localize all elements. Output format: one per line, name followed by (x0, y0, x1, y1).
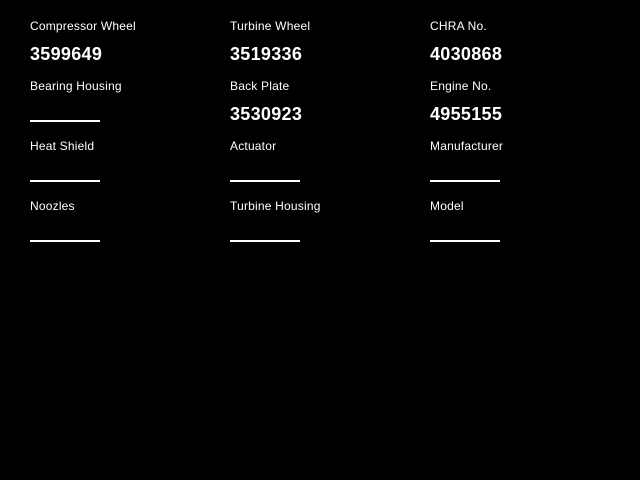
field-chra-no: CHRA No. 4030868 (430, 19, 630, 79)
field-label: Heat Shield (30, 139, 95, 153)
field-blank[interactable] (230, 180, 300, 182)
field-label: Bearing Housing (30, 79, 122, 93)
field-blank[interactable] (430, 240, 500, 242)
field-value: 3599649 (30, 44, 103, 64)
field-label: Turbine Wheel (230, 19, 311, 33)
field-label: CHRA No. (430, 19, 487, 33)
field-blank[interactable] (30, 240, 100, 242)
field-heat-shield: Heat Shield (30, 139, 230, 199)
field-label: Actuator (230, 139, 277, 153)
parts-detail-form: Compressor Wheel 3599649 Turbine Wheel 3… (30, 19, 630, 259)
field-manufacturer: Manufacturer (430, 139, 630, 199)
field-blank[interactable] (30, 120, 100, 122)
field-compressor-wheel: Compressor Wheel 3599649 (30, 19, 230, 79)
field-engine-no: Engine No. 4955155 (430, 79, 630, 139)
field-blank[interactable] (430, 180, 500, 182)
field-label: Manufacturer (430, 139, 504, 153)
field-actuator: Actuator (230, 139, 430, 199)
field-label: Compressor Wheel (30, 19, 136, 33)
field-label: Noozles (30, 199, 75, 213)
field-value: 3530923 (230, 104, 303, 124)
field-turbine-wheel: Turbine Wheel 3519336 (230, 19, 430, 79)
field-label: Model (430, 199, 464, 213)
field-label: Turbine Housing (230, 199, 321, 213)
field-value: 4955155 (430, 104, 503, 124)
field-model: Model (430, 199, 630, 259)
field-blank[interactable] (230, 240, 300, 242)
field-label: Back Plate (230, 79, 290, 93)
field-bearing-housing: Bearing Housing (30, 79, 230, 139)
field-value: 4030868 (430, 44, 503, 64)
field-turbine-housing: Turbine Housing (230, 199, 430, 259)
field-value: 3519336 (230, 44, 303, 64)
field-blank[interactable] (30, 180, 100, 182)
field-label: Engine No. (430, 79, 492, 93)
field-noozles: Noozles (30, 199, 230, 259)
field-back-plate: Back Plate 3530923 (230, 79, 430, 139)
